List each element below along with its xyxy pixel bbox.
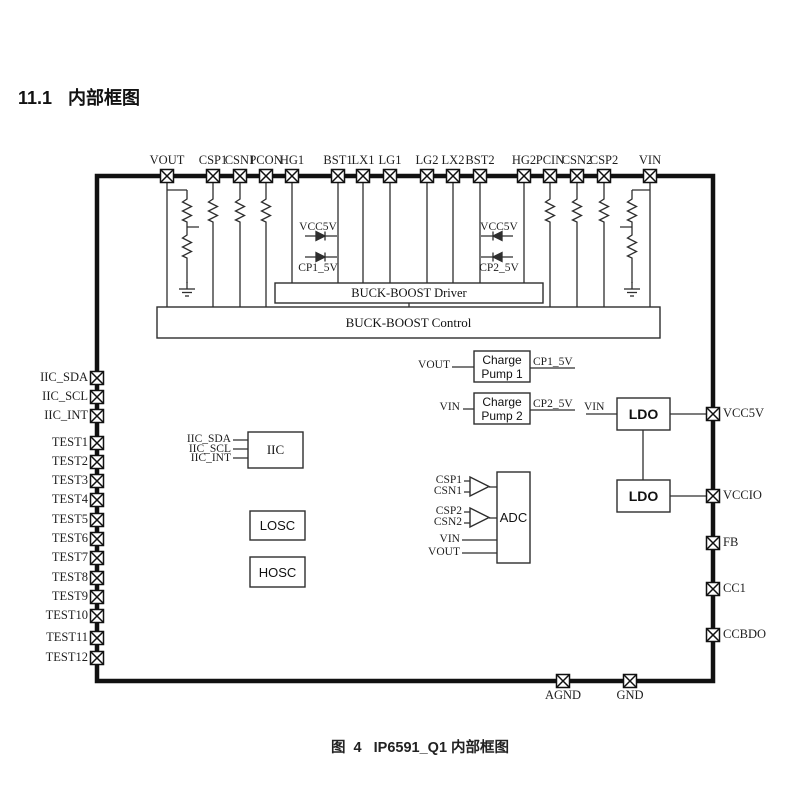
cp2-output-label: CP2_5V bbox=[533, 398, 573, 410]
losc-block-label: LOSC bbox=[259, 518, 296, 533]
amp1-symbol bbox=[469, 475, 491, 498]
iic-box-outline bbox=[247, 431, 304, 469]
control-block-label: BUCK-BOOST Control bbox=[345, 314, 472, 330]
ldo2-box-outline bbox=[616, 479, 671, 513]
net-label-cp2-5v-right: CP2_5V bbox=[479, 262, 519, 274]
pin-label-lg1: LG1 bbox=[378, 153, 402, 167]
adc-csn1-label: CSN1 bbox=[433, 485, 462, 497]
resistors bbox=[181, 195, 638, 261]
adc-csp2-label: CSP2 bbox=[435, 505, 462, 517]
pin-label-test9: TEST9 bbox=[51, 589, 88, 603]
net-label-vcc5v-right: VCC5V bbox=[480, 221, 518, 233]
pin-label-vcc5v: VCC5V bbox=[723, 406, 764, 420]
pin-label-test4: TEST4 bbox=[51, 492, 88, 506]
pin-label-cc1: CC1 bbox=[723, 581, 746, 595]
cp2-box-outline bbox=[473, 392, 531, 425]
pin-label-iic-int: IIC_INT bbox=[44, 408, 88, 422]
pin-label-vin-top: VIN bbox=[638, 153, 662, 167]
ldo1-box-outline bbox=[616, 397, 671, 431]
pin-label-test7: TEST7 bbox=[51, 550, 88, 564]
pin-label-pcon: PCON bbox=[249, 153, 283, 167]
losc-box-outline bbox=[249, 510, 306, 541]
cp1-output-label: CP1_5V bbox=[533, 356, 573, 368]
pin-label-iic-sda: IIC_SDA bbox=[40, 370, 88, 384]
pin-label-test5: TEST5 bbox=[51, 512, 88, 526]
pin-label-iic-scl: IIC_SCL bbox=[42, 389, 88, 403]
pin-label-csp1: CSP1 bbox=[198, 153, 228, 167]
section-heading: 11.1 内部框图 bbox=[18, 84, 140, 110]
pin-label-agnd: AGND bbox=[544, 688, 582, 702]
iic-sda-internal-label: IIC_SDA bbox=[186, 433, 231, 445]
figure-caption: 图 4 IP6591_Q1 内部框图 bbox=[330, 740, 510, 756]
amp2-symbol bbox=[469, 506, 491, 529]
section-title: 内部框图 bbox=[68, 88, 141, 108]
pin-label-test3: TEST3 bbox=[51, 473, 88, 487]
diodes bbox=[304, 230, 514, 263]
ldo1-input-label: VIN bbox=[584, 401, 605, 413]
ldo2-label: LDO bbox=[628, 488, 659, 504]
adc-csn2-label: CSN2 bbox=[433, 516, 462, 528]
iic-block-label: IIC bbox=[266, 442, 285, 457]
adc-csp1-label: CSP1 bbox=[435, 474, 462, 486]
chip-border bbox=[94, 173, 716, 684]
pin-label-lg2: LG2 bbox=[415, 153, 439, 167]
adc-box-outline bbox=[496, 471, 531, 564]
pin-label-lx2: LX2 bbox=[441, 153, 465, 167]
pin-label-test12: TEST12 bbox=[45, 650, 88, 664]
pin-label-vout-top: VOUT bbox=[149, 153, 185, 167]
adc-vin-label: VIN bbox=[439, 533, 460, 545]
cp2-input-label: VIN bbox=[439, 401, 460, 413]
pin-label-test8: TEST8 bbox=[51, 570, 88, 584]
pin-label-test11: TEST11 bbox=[46, 630, 88, 644]
iic-scl-internal-label: IIC_SCL bbox=[188, 443, 231, 455]
pin-label-bst2: BST2 bbox=[465, 153, 495, 167]
pin-label-bst1: BST1 bbox=[323, 153, 353, 167]
pin-label-csn2: CSN2 bbox=[561, 153, 593, 167]
adc-block-label: ADC bbox=[499, 510, 528, 525]
hosc-block-label: HOSC bbox=[258, 564, 297, 580]
pin-label-hg1: HG1 bbox=[279, 153, 305, 167]
block-outlines bbox=[156, 282, 671, 588]
adc-vout-label: VOUT bbox=[428, 546, 460, 558]
driver-box-outline bbox=[274, 282, 544, 304]
net-label-vcc5v-left: VCC5V bbox=[299, 221, 337, 233]
cp1-input-label: VOUT bbox=[418, 359, 450, 371]
pin-label-test1: TEST1 bbox=[51, 435, 88, 449]
driver-block-label: BUCK-BOOST Driver bbox=[351, 285, 467, 300]
ldo1-label: LDO bbox=[628, 406, 659, 422]
pin-label-csp2: CSP2 bbox=[589, 153, 619, 167]
pin-label-fb: FB bbox=[723, 535, 739, 549]
pin-label-test6: TEST6 bbox=[51, 531, 88, 545]
pin-label-ccbdo: CCBDO bbox=[723, 627, 767, 641]
pin-label-lx1: LX1 bbox=[351, 153, 375, 167]
hosc-box-outline bbox=[249, 556, 306, 588]
pin-label-test10: TEST10 bbox=[45, 608, 88, 622]
section-number: 11.1 bbox=[18, 88, 53, 108]
pin-label-hg2: HG2 bbox=[511, 153, 537, 167]
pin-label-vccio: VCCIO bbox=[723, 488, 762, 502]
pin-label-test2: TEST2 bbox=[51, 454, 88, 468]
pin-label-csn1: CSN1 bbox=[224, 153, 256, 167]
pin-label-pcin: PCIN bbox=[535, 153, 565, 167]
control-box-outline bbox=[156, 306, 661, 339]
iic-int-internal-label: IIC_INT bbox=[190, 452, 231, 464]
net-label-cp1-5v-left: CP1_5V bbox=[298, 262, 338, 274]
pin-label-gnd: GND bbox=[616, 688, 644, 702]
cp1-box-outline bbox=[473, 350, 531, 383]
